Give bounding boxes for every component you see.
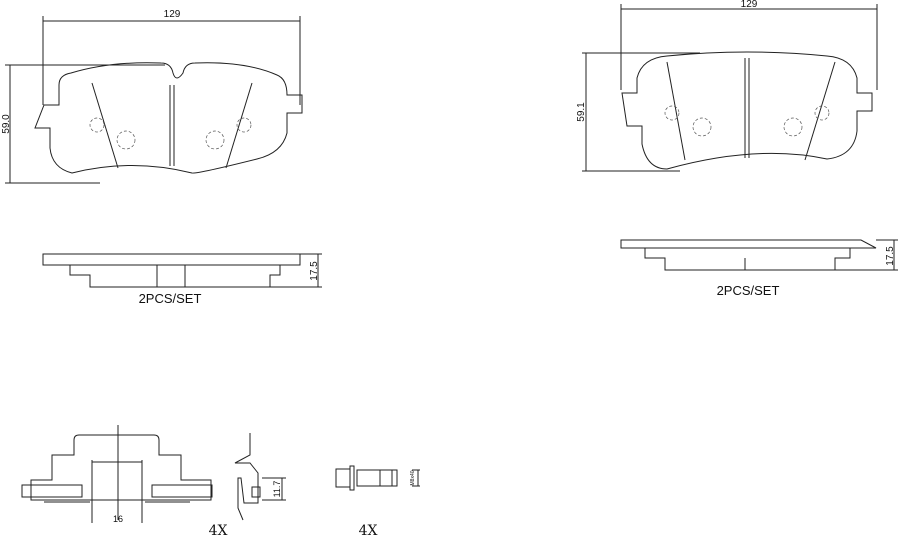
left-width-dimension: 129 [164, 9, 181, 20]
right-set-label: 2PCS/SET [717, 283, 780, 298]
clip-spacing-dimension: 16 [113, 514, 123, 524]
left-pad-side-view [42, 253, 322, 288]
bolt-thread-dimension: M8x40 [410, 470, 416, 485]
spring-clip-drawing [234, 433, 286, 521]
right-pad-side-view [620, 239, 898, 271]
right-thickness-dimension: 17.5 [885, 246, 896, 266]
bolt-quantity: 4X [359, 523, 378, 537]
left-pad-front-view [5, 16, 303, 184]
right-pad-front-view [582, 4, 878, 172]
guide-bolt-drawing [335, 465, 420, 491]
spring-height-dimension: 11.7 [272, 481, 282, 498]
left-thickness-dimension: 17.5 [309, 261, 320, 281]
left-set-label: 2PCS/SET [139, 291, 202, 306]
left-height-dimension: 59.0 [1, 114, 12, 134]
right-height-dimension: 59.1 [576, 102, 587, 122]
right-width-dimension: 129 [741, 0, 758, 10]
spring-quantity: 4X [209, 523, 228, 537]
anti-rattle-clip-drawing [21, 425, 213, 523]
